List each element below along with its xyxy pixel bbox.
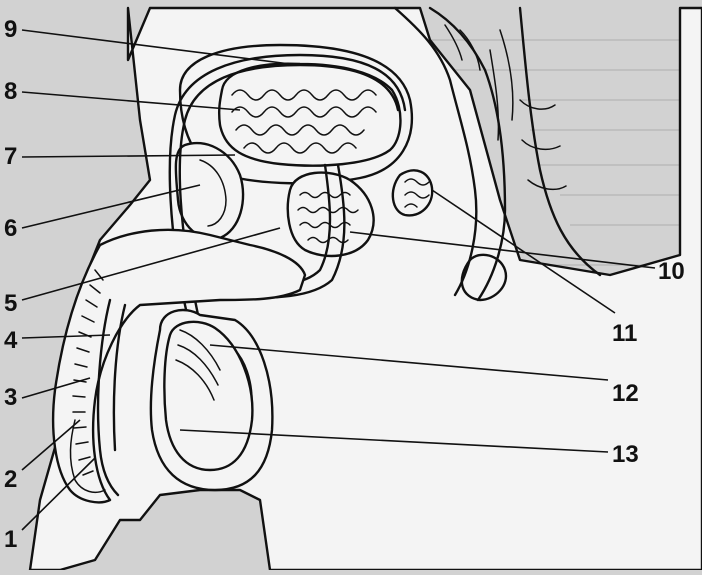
label-7: 7 (4, 145, 17, 169)
label-6: 6 (4, 217, 17, 241)
label-1: 1 (4, 528, 17, 552)
label-2: 2 (4, 468, 17, 492)
label-3: 3 (4, 386, 17, 410)
label-9: 9 (4, 18, 17, 42)
label-8: 8 (4, 80, 17, 104)
label-5: 5 (4, 292, 17, 316)
label-12: 12 (612, 382, 639, 406)
label-4: 4 (4, 329, 17, 353)
label-10: 10 (658, 260, 685, 284)
label-11: 11 (612, 322, 637, 346)
label-13: 13 (612, 443, 639, 467)
